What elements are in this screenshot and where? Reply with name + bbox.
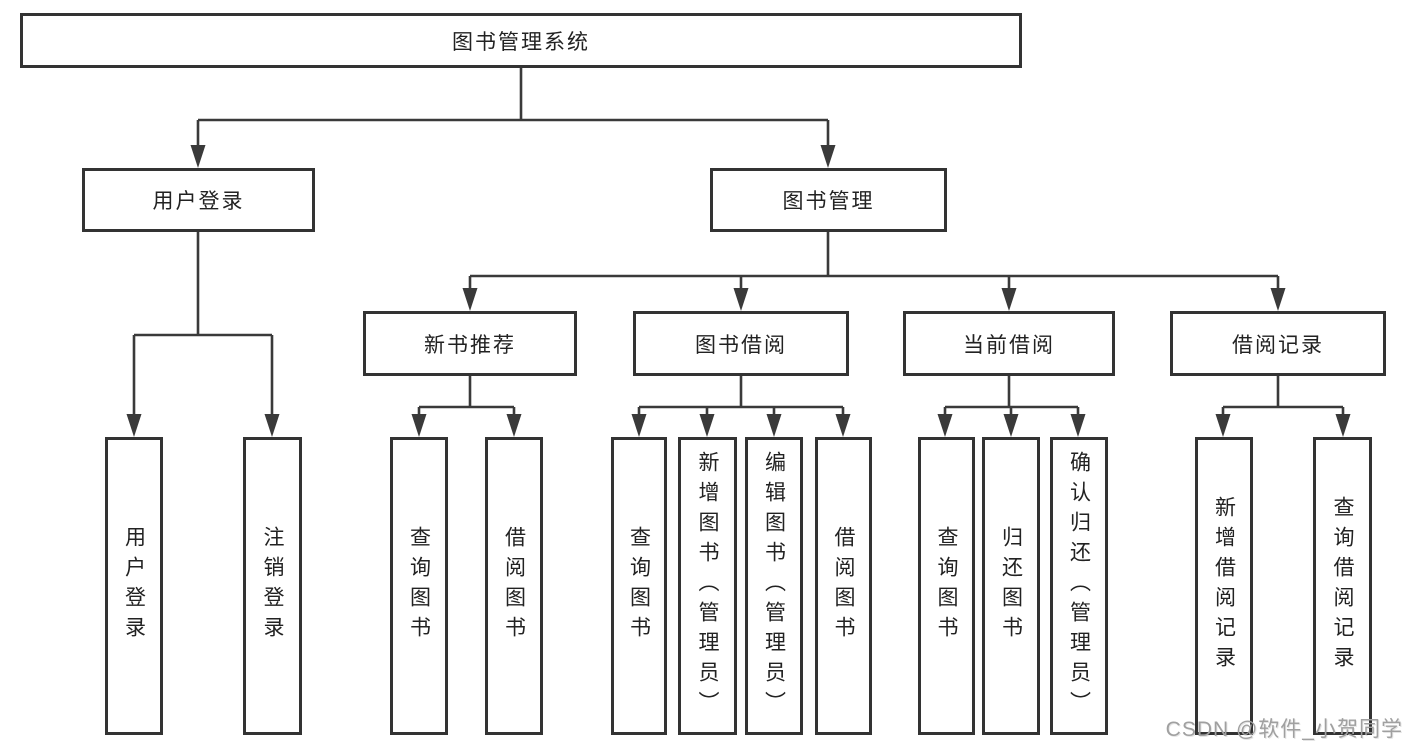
- node-borrow-records: 借阅记录: [1170, 311, 1386, 376]
- arrowhead-icon: [937, 414, 953, 437]
- arrowhead-icon: [733, 288, 749, 311]
- leaf-return-books: 归还图书: [982, 437, 1040, 735]
- leaf-query-books: 查询图书: [611, 437, 667, 735]
- node-new-book-recommend: 新书推荐: [363, 311, 577, 376]
- connector-user-login-group: [132, 232, 274, 418]
- arrowhead-icon: [820, 145, 836, 168]
- leaf-borrow-books: 借阅图书: [815, 437, 872, 735]
- leaf-add-books-admin: 新增图书（管理员）: [678, 437, 737, 735]
- arrowhead-icon: [264, 414, 280, 437]
- arrowhead-icon: [766, 414, 782, 437]
- connector-root-to-level2: [196, 68, 830, 150]
- leaf-query-borrow-record: 查询借阅记录: [1313, 437, 1372, 735]
- connector-current-borrow-group: [943, 376, 1080, 418]
- leaf-borrow-books-recommend: 借阅图书: [485, 437, 543, 735]
- node-label: 图书借阅: [695, 333, 787, 357]
- node-system-root: 图书管理系统: [20, 13, 1022, 68]
- arrowhead-icon: [1335, 414, 1351, 437]
- node-label: 编辑图书（管理员）: [762, 451, 786, 721]
- arrowhead-icon: [190, 145, 206, 168]
- leaf-confirm-return-admin: 确认归还（管理员）: [1050, 437, 1108, 735]
- node-label: 用户登录: [152, 190, 245, 213]
- leaf-logout: 注销登录: [243, 437, 302, 735]
- arrowhead-icon: [835, 414, 851, 437]
- node-current-borrow: 当前借阅: [903, 311, 1115, 376]
- connector-borrow-record-group: [1221, 376, 1345, 418]
- arrowhead-icon: [699, 414, 715, 437]
- node-book-borrow: 图书借阅: [633, 311, 849, 376]
- arrowhead-icon: [1003, 414, 1019, 437]
- arrowhead-icon: [462, 288, 478, 311]
- arrowhead-icon: [126, 414, 142, 437]
- node-label: 查询图书: [627, 526, 651, 646]
- node-label: 图书管理系统: [452, 30, 590, 54]
- node-label: 借阅记录: [1232, 333, 1324, 357]
- node-label: 新书推荐: [424, 333, 516, 357]
- arrowhead-icon: [1070, 414, 1086, 437]
- node-label: 借阅图书: [832, 526, 855, 646]
- leaf-query-books-current: 查询图书: [918, 437, 975, 735]
- connector-book-borrow-group: [637, 376, 845, 418]
- node-user-login: 用户登录: [82, 168, 315, 232]
- node-label: 注销登录: [261, 526, 284, 646]
- node-label: 归还图书: [999, 526, 1023, 646]
- leaf-user-login: 用户登录: [105, 437, 163, 735]
- node-label: 查询图书: [935, 526, 958, 646]
- arrowhead-icon: [411, 414, 427, 437]
- node-label: 图书管理: [782, 190, 875, 213]
- node-label: 新增借阅记录: [1212, 496, 1236, 676]
- node-label: 查询借阅记录: [1331, 496, 1354, 676]
- arrowhead-icon: [631, 414, 647, 437]
- node-label: 当前借阅: [963, 333, 1055, 357]
- node-label: 用户登录: [122, 526, 146, 646]
- node-label: 新增图书（管理员）: [696, 451, 719, 721]
- connector-management-to-level3: [468, 232, 1280, 292]
- node-book-management: 图书管理: [710, 168, 947, 232]
- arrowhead-icon: [506, 414, 522, 437]
- leaf-query-books-recommend: 查询图书: [390, 437, 448, 735]
- leaf-edit-books-admin: 编辑图书（管理员）: [745, 437, 803, 735]
- connector-new-book-group: [417, 376, 516, 418]
- csdn-watermark: CSDN @软件_小贺同学: [1165, 718, 1403, 741]
- node-label: 查询图书: [407, 526, 431, 646]
- arrowhead-icon: [1270, 288, 1286, 311]
- node-label: 借阅图书: [502, 526, 526, 646]
- leaf-add-borrow-record: 新增借阅记录: [1195, 437, 1253, 735]
- arrowhead-icon: [1215, 414, 1231, 437]
- arrowhead-icon: [1001, 288, 1017, 311]
- node-label: 确认归还（管理员）: [1067, 451, 1091, 721]
